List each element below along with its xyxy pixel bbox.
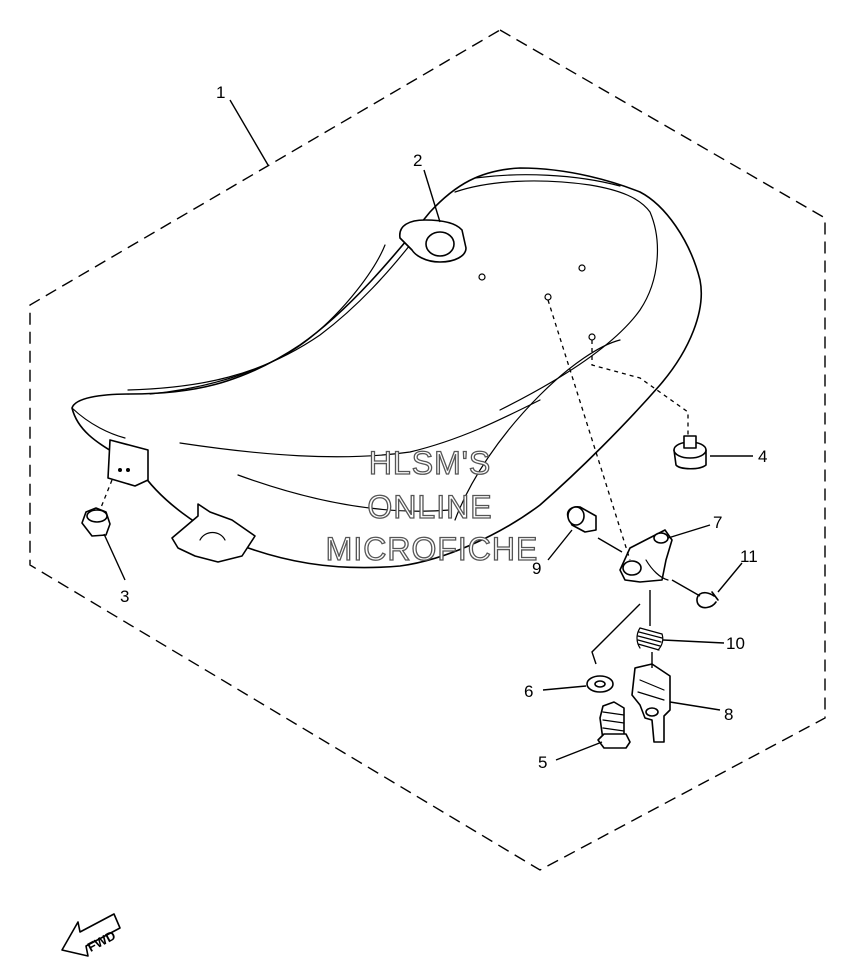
watermark: HLSM'S ONLINE MICROFICHE bbox=[325, 444, 539, 567]
fwd-arrow-icon: FWD bbox=[61, 913, 121, 957]
part-9-collar bbox=[566, 506, 597, 533]
callout-7: 7 bbox=[713, 513, 722, 532]
callout-2: 2 bbox=[413, 151, 422, 170]
part-8-hook bbox=[631, 663, 671, 743]
callout-10: 10 bbox=[726, 634, 745, 653]
callout-9: 9 bbox=[532, 559, 541, 578]
callout-3: 3 bbox=[120, 587, 129, 606]
part-4-damper bbox=[673, 435, 707, 470]
part-10-spring bbox=[636, 627, 664, 651]
callout-5: 5 bbox=[538, 753, 547, 772]
part-6-washer bbox=[586, 675, 614, 693]
assembly-guides bbox=[99, 299, 701, 668]
callout-11: 11 bbox=[740, 547, 758, 566]
callout-6: 6 bbox=[524, 682, 533, 701]
callout-4: 4 bbox=[758, 447, 767, 466]
part-3-damper bbox=[81, 507, 111, 537]
callout-8: 8 bbox=[724, 705, 733, 724]
seat bbox=[71, 167, 702, 569]
part-5-bolt bbox=[597, 701, 631, 749]
part-2-damper bbox=[399, 219, 467, 263]
part-11-circlip bbox=[696, 591, 719, 609]
assembly-boundary bbox=[29, 29, 826, 871]
watermark-line-3: MICROFICHE bbox=[326, 531, 539, 567]
watermark-line-2: ONLINE bbox=[367, 489, 492, 525]
watermark-line-1: HLSM'S bbox=[369, 445, 491, 481]
callout-labels: 1 2 3 4 5 6 7 8 9 10 11 bbox=[120, 83, 767, 772]
callout-1: 1 bbox=[216, 83, 225, 102]
part-7-lock-bracket bbox=[619, 529, 673, 583]
callout-leaders bbox=[103, 99, 753, 761]
